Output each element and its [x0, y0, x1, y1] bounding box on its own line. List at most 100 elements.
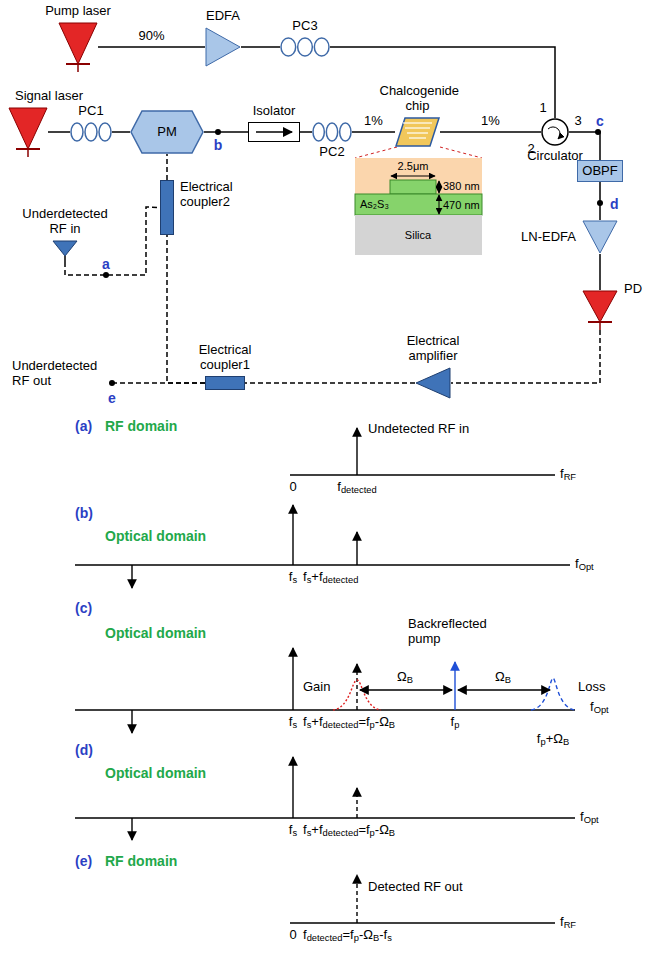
- callout-letter: c: [596, 113, 604, 129]
- annotation-text: 1: [539, 101, 546, 116]
- chip-symbol: [396, 118, 439, 146]
- annotation-text: fs+fdetected=fp-ΩB: [303, 715, 395, 730]
- drawing-stroke: [131, 818, 132, 840]
- drawing-stroke: [333, 680, 381, 710]
- symbol: [248, 122, 300, 142]
- isolator-box: [249, 123, 300, 142]
- annotation-text: ΩB: [495, 670, 511, 685]
- junction-dots: [103, 129, 603, 386]
- drawing-stroke: [440, 147, 482, 158]
- shape-stroke: [27, 149, 29, 157]
- modulator-symbol: [131, 111, 203, 153]
- shape-stroke: [599, 322, 601, 330]
- component-node: Electrical amplifier: [415, 367, 451, 399]
- component-label: Underdetected RF in: [18, 207, 113, 237]
- coupling-ratio: 90%: [136, 29, 166, 43]
- symbol: [582, 220, 618, 254]
- annotation-text: fOpt: [590, 700, 609, 715]
- drawing-stroke: [454, 662, 455, 710]
- component-node: EDFA: [205, 27, 241, 67]
- antenna-symbol: [53, 241, 77, 256]
- drawing-stroke: [292, 648, 293, 710]
- filter-box: [578, 161, 623, 182]
- symbol: [280, 37, 330, 57]
- drawing-stroke: [531, 678, 575, 710]
- annotation-text: fs+fdetected: [303, 570, 358, 585]
- rf-out-wire: [112, 382, 205, 384]
- optical-fiber: [440, 131, 541, 133]
- fiber-loop: [298, 38, 313, 56]
- coupling-ratio: 1%: [362, 114, 385, 128]
- drawing-stroke: [595, 129, 601, 135]
- drawing-stroke: [131, 565, 132, 588]
- component-label: EDFA: [193, 9, 253, 24]
- drawing-stroke: [458, 689, 550, 690]
- annotation-text: fs: [289, 715, 297, 730]
- callout-letter: (c): [75, 600, 92, 616]
- shape-stroke: [64, 256, 66, 262]
- callout-letter: b: [214, 137, 223, 153]
- callout-letter: (d): [75, 742, 93, 758]
- electrical-wire: [245, 382, 415, 384]
- fiber-loop: [314, 38, 329, 56]
- annotation-text: fs: [289, 823, 297, 838]
- optical-fiber: [204, 131, 248, 133]
- drawing-stroke: [131, 710, 132, 733]
- shape-stroke: [77, 64, 79, 72]
- diode-symbol: [583, 291, 617, 322]
- annotation-text: Detected RF out: [368, 880, 463, 895]
- circulator-symbol: [542, 119, 568, 145]
- diode-symbol: [59, 23, 97, 64]
- optical-fiber: [48, 131, 70, 133]
- fiber-loop: [71, 123, 83, 141]
- inset-leader: [355, 147, 482, 158]
- symbol: [395, 117, 440, 147]
- annotation-text: 470 nm: [443, 199, 480, 212]
- annotation-text: fs: [289, 570, 297, 585]
- drawing-stroke: [292, 505, 293, 565]
- annotation-text: fp: [451, 715, 460, 730]
- drawing-stroke: [439, 181, 440, 193]
- optical-fiber: [330, 47, 555, 118]
- spectra: [75, 428, 575, 923]
- optical-fiber: [599, 254, 601, 290]
- drawing-stroke: [75, 564, 570, 565]
- drawing-stroke: [290, 474, 555, 475]
- callout-letter: e: [108, 390, 116, 406]
- component-node: PC2: [312, 122, 352, 142]
- annotation-text: fp+ΩB: [537, 732, 569, 747]
- drawing-stroke: [391, 176, 435, 177]
- drawing-stroke: [75, 817, 575, 818]
- component-node: Underdetected RF in: [52, 240, 78, 262]
- component-label: Electrical coupler1: [187, 343, 263, 373]
- callout-letter: (a): [75, 418, 92, 434]
- optical-fiber: [241, 46, 280, 48]
- symbol: [58, 22, 98, 72]
- symbol: [205, 376, 245, 390]
- component-node: Chalcogenide chip: [395, 117, 440, 147]
- component-label: PC2: [312, 145, 352, 160]
- component-node: Circulator: [541, 118, 569, 146]
- domain-title: Optical domain: [105, 625, 206, 641]
- component-node: PM: [130, 110, 204, 154]
- coupling-ratio: 1%: [479, 114, 502, 128]
- drawing-stroke: [356, 532, 357, 565]
- annotation-text: As₂S₃: [360, 198, 389, 211]
- component-node: LN-EDFA: [582, 220, 618, 254]
- symbol: [415, 367, 451, 399]
- component-label: Electrical coupler2: [180, 180, 256, 210]
- component-label: Electrical amplifier: [393, 334, 473, 364]
- electrical-wire: [167, 235, 205, 383]
- callout-letter: a: [102, 256, 110, 272]
- shape-stroke: [409, 137, 426, 138]
- annotation-text: fs+fdetected=fp-ΩB: [303, 823, 395, 838]
- drawing-stroke: [292, 757, 293, 818]
- annotation-text: fRF: [560, 915, 576, 930]
- drawing-stroke: [356, 428, 357, 475]
- amplifier-symbol: [583, 221, 617, 253]
- annotation-text: fdetected: [337, 480, 376, 495]
- component-node: Isolator: [248, 122, 300, 142]
- annotation-text: 3: [574, 114, 581, 129]
- annotation-text: Loss: [578, 680, 605, 695]
- optical-fiber: [98, 46, 205, 48]
